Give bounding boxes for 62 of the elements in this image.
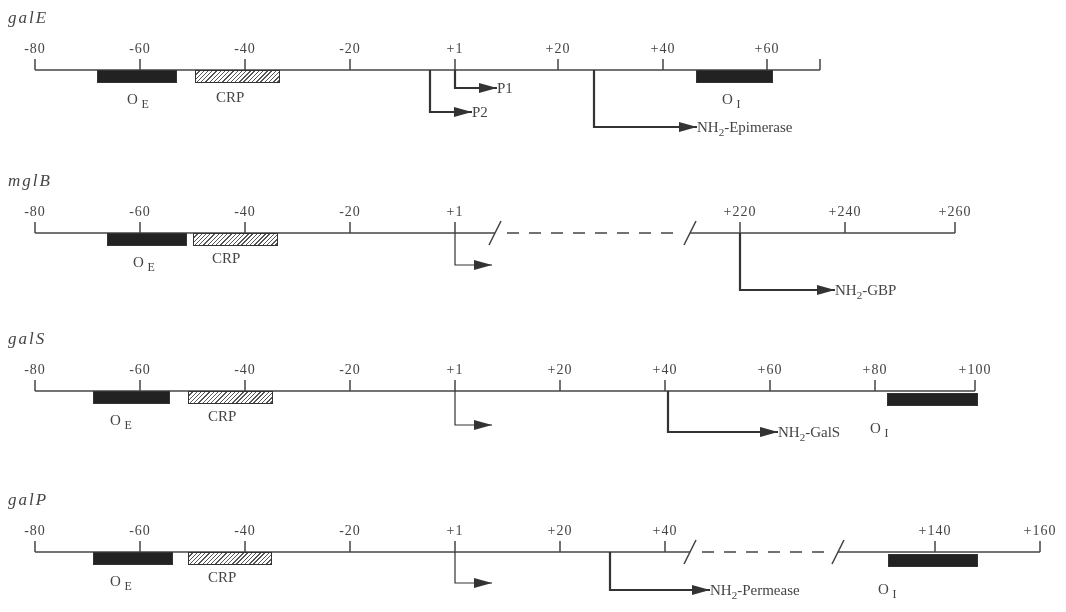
position-label: +40 — [652, 362, 678, 378]
site-label: CRP — [212, 249, 241, 267]
gene-name: galS — [8, 329, 47, 349]
position-label: +60 — [757, 362, 783, 378]
position-label: -60 — [129, 41, 151, 57]
position-label: -80 — [24, 523, 46, 539]
site-label: CRP — [216, 88, 245, 106]
promoter-arrow — [666, 391, 778, 437]
position-label: -80 — [24, 362, 46, 378]
gene-name: mglB — [8, 171, 52, 191]
position-label: +40 — [650, 41, 676, 57]
position-label: +160 — [1023, 523, 1057, 539]
site-label: O $_{I}$ — [878, 580, 897, 603]
site-label: O $_{E}$ — [110, 411, 132, 434]
site-label: O $_{E}$ — [133, 253, 155, 276]
transcript-label: P2 — [472, 103, 488, 121]
position-label: +260 — [938, 204, 972, 220]
position-label: +80 — [862, 362, 888, 378]
site-label: O $_{I}$ — [722, 90, 741, 113]
gene-name: galE — [8, 8, 49, 28]
promoter-arrow — [592, 70, 697, 132]
position-label: +40 — [652, 523, 678, 539]
transcript-label: NH$_{2}$-Epimerase — [697, 118, 793, 141]
position-label: +140 — [918, 523, 952, 539]
position-label: -20 — [339, 362, 361, 378]
transcript-label: NH$_{2}$-GBP — [835, 281, 897, 304]
promoter-arrow — [453, 70, 497, 93]
position-label: -20 — [339, 41, 361, 57]
position-label: +20 — [547, 523, 573, 539]
promoter-arrow — [608, 552, 710, 595]
position-label: -20 — [339, 523, 361, 539]
promoter-arrow — [738, 233, 835, 295]
position-label: +20 — [545, 41, 571, 57]
site-label: CRP — [208, 407, 237, 425]
transcript-label: NH$_{2}$-GalS — [778, 423, 841, 446]
position-label: -60 — [129, 362, 151, 378]
position-label: -40 — [234, 41, 256, 57]
position-label: -40 — [234, 523, 256, 539]
position-label: +240 — [828, 204, 862, 220]
position-label: -60 — [129, 523, 151, 539]
position-label: +60 — [754, 41, 780, 57]
position-label: +1 — [446, 523, 464, 539]
position-label: -80 — [24, 204, 46, 220]
position-label: +1 — [446, 362, 464, 378]
position-label: -60 — [129, 204, 151, 220]
position-label: +1 — [446, 204, 464, 220]
position-label: -20 — [339, 204, 361, 220]
position-label: +20 — [547, 362, 573, 378]
transcript-label: NH$_{2}$-Permease — [710, 581, 800, 604]
position-label: +100 — [958, 362, 992, 378]
position-label: +1 — [446, 41, 464, 57]
transcript-label: P1 — [497, 79, 513, 97]
site-label: O $_{I}$ — [870, 419, 889, 442]
position-label: -40 — [234, 362, 256, 378]
gene-name: galP — [8, 490, 49, 510]
site-label: CRP — [208, 568, 237, 586]
position-label: -80 — [24, 41, 46, 57]
promoter-arrow — [428, 70, 472, 117]
position-label: -40 — [234, 204, 256, 220]
position-label: +220 — [723, 204, 757, 220]
site-label: O $_{E}$ — [110, 572, 132, 595]
site-label: O $_{E}$ — [127, 90, 149, 113]
